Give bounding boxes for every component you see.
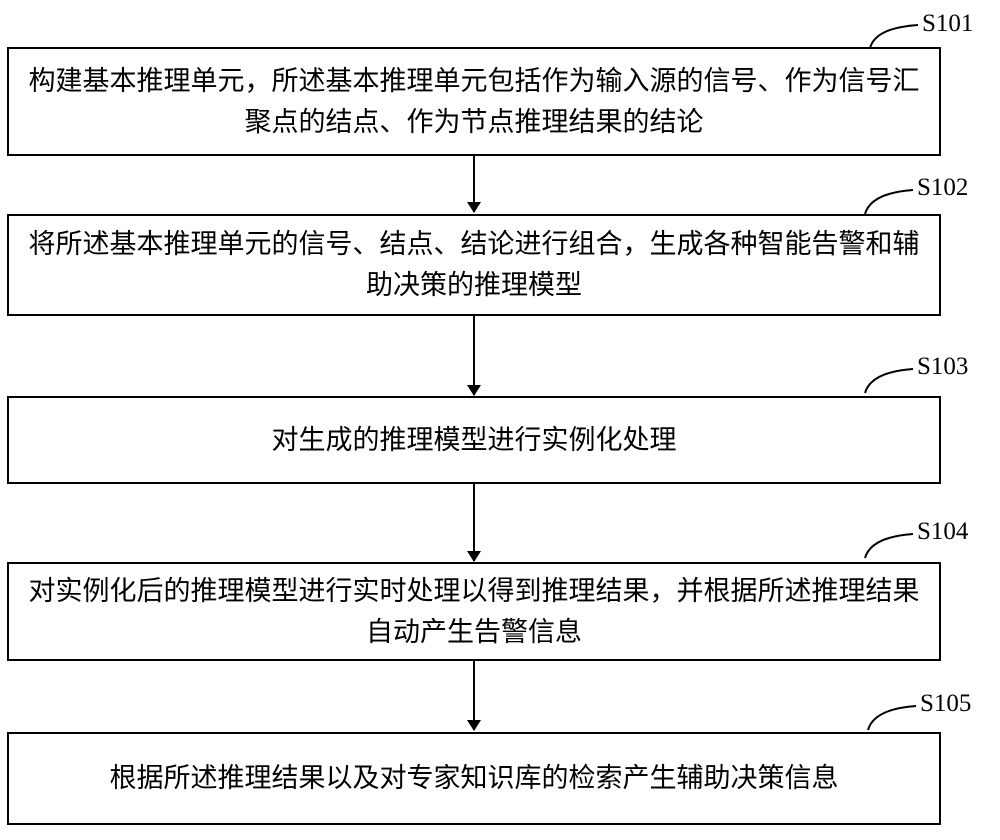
step-label-s103: S103 — [917, 353, 969, 380]
leader-s105 — [867, 705, 917, 731]
step-box-s103: 对生成的推理模型进行实例化处理 — [7, 396, 941, 484]
step-box-s101: 构建基本推理单元，所述基本推理单元包括作为输入源的信号、作为信号汇聚点的结点、作… — [7, 47, 941, 156]
step-label-s101: S101 — [922, 10, 974, 37]
step-text-s105: 根据所述推理结果以及对专家知识库的检索产生辅助决策信息 — [109, 763, 839, 794]
step-text-s102: 将所述基本推理单元的信号、结点、结论进行组合，生成各种智能告警和辅助决策的推理模… — [28, 229, 920, 301]
step-label-s104: S104 — [917, 518, 969, 545]
step-label-s105: S105 — [920, 690, 972, 717]
leader-s104 — [864, 533, 914, 559]
step-label-s102: S102 — [917, 174, 969, 201]
step-box-s102: 将所述基本推理单元的信号、结点、结论进行组合，生成各种智能告警和辅助决策的推理模… — [7, 214, 941, 316]
step-box-s104: 对实例化后的推理模型进行实时处理以得到推理结果，并根据所述推理结果自动产生告警信… — [7, 562, 941, 661]
step-box-s105: 根据所述推理结果以及对专家知识库的检索产生辅助决策信息 — [7, 732, 941, 825]
leader-s102 — [864, 189, 914, 215]
step-text-s104: 对实例化后的推理模型进行实时处理以得到推理结果，并根据所述推理结果自动产生告警信… — [28, 575, 920, 648]
leader-s101 — [869, 24, 919, 49]
step-text-s103: 对生成的推理模型进行实例化处理 — [271, 424, 677, 456]
leader-s103 — [864, 368, 914, 394]
step-text-s101: 构建基本推理单元，所述基本推理单元包括作为输入源的信号、作为信号汇聚点的结点、作… — [28, 65, 920, 138]
